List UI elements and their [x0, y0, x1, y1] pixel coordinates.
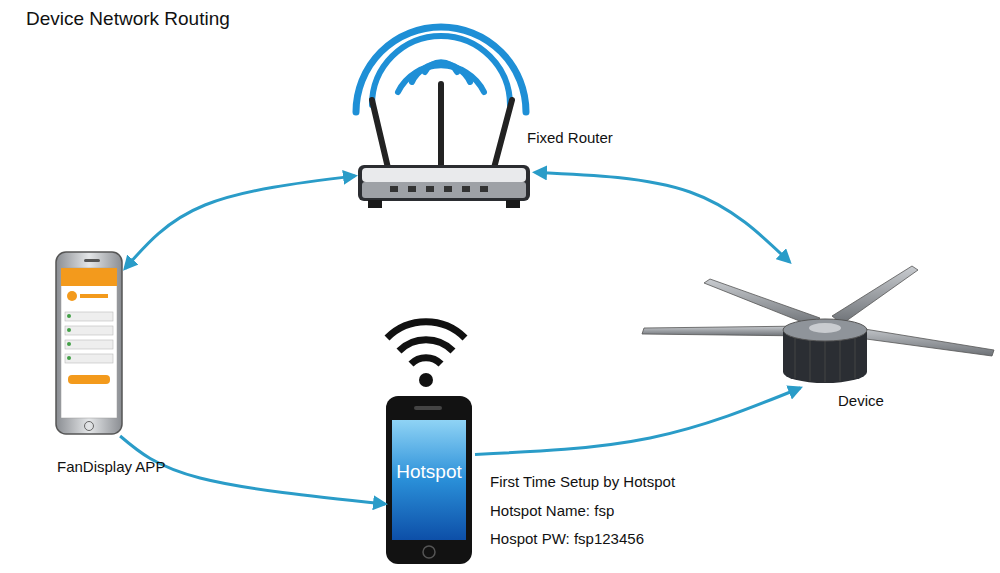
- fan-device-illustration: [642, 266, 994, 383]
- device-label: FanDisplay APP: [57, 458, 165, 476]
- router-illustration: [356, 27, 530, 208]
- app-phone-illustration: [56, 252, 122, 434]
- hotspot-phone-illustration: [386, 322, 472, 564]
- network-arrow: [475, 388, 800, 454]
- network-node: FanDisplay APP: [55, 250, 125, 436]
- network-arrow: [535, 172, 790, 262]
- network-node: Fixed Router: [355, 40, 535, 212]
- note-text: Hospot PW: fsp123456: [490, 530, 644, 548]
- device-label: Device: [838, 392, 884, 410]
- device-label: Fixed Router: [527, 129, 613, 147]
- diagram-title: Device Network Routing: [26, 8, 230, 30]
- screen-label: Hotspot: [396, 461, 461, 483]
- network-node: Device: [640, 262, 996, 388]
- note-text: First Time Setup by Hotspot: [490, 473, 675, 491]
- note-text: Hotspot Name: fsp: [490, 502, 614, 520]
- network-node: HotspotFirst Time Setup by HotspotHotspo…: [385, 318, 475, 566]
- network-arrow: [125, 176, 355, 269]
